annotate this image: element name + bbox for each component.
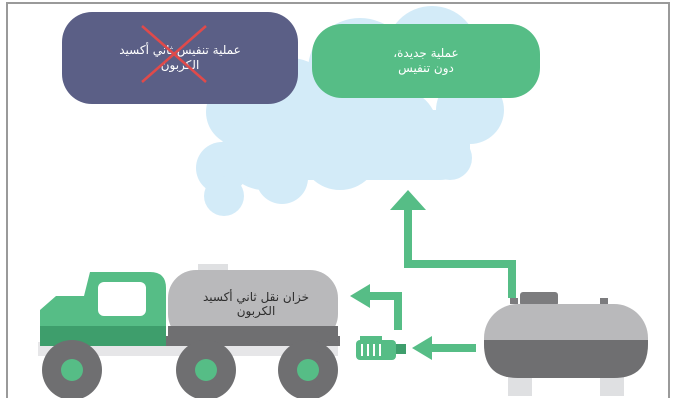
truck-tank-label: خزان نقل ثاني أكسيد الكربون: [176, 290, 336, 318]
new-process-line2: دون تنفيس: [398, 61, 454, 75]
cross-icon: [141, 25, 207, 83]
arrow-up-icon: [390, 190, 516, 298]
pump-icon: [356, 336, 406, 360]
arrow-left-icon: [350, 284, 402, 330]
truck-icon: [38, 264, 340, 398]
truck-tank-line1: خزان نقل ثاني أكسيد: [202, 290, 310, 304]
arrow-left-icon: [412, 336, 476, 360]
new-process-box: عملية جديدة، دون تنفيس: [312, 24, 540, 98]
truck-tank-line2: الكربون: [236, 304, 276, 318]
old-process-box: عملية تنفيس ثاني أكسيد الكربون: [62, 12, 298, 104]
new-process-line1: عملية جديدة،: [393, 46, 459, 60]
diagram-frame: [6, 2, 670, 398]
storage-tank-icon: [484, 292, 648, 396]
